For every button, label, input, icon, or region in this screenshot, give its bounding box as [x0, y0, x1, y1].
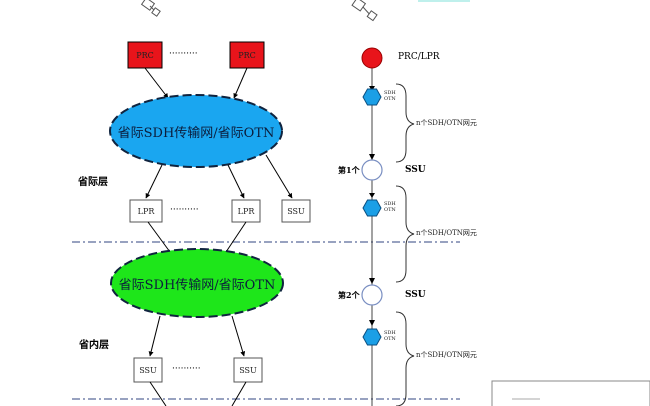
lpr-label-right: LPR	[237, 206, 255, 216]
hex-label-1: SDH OTN	[384, 90, 396, 102]
satellite-icon-left	[140, 0, 161, 17]
brace-1	[395, 83, 415, 163]
lpr-label-left: LPR	[137, 206, 155, 216]
layer-label-intraprovincial: 省内层	[79, 340, 109, 351]
ssu-node-2-name: SSU	[405, 290, 426, 300]
ellipse-2-label: 省际SDH传输网/省际OTN	[118, 277, 276, 293]
hex-label-2: SDH OTN	[384, 201, 396, 213]
interprovincial-network-ellipse-2	[110, 248, 284, 318]
brace-label-2: n个SDH/OTN网元	[416, 229, 477, 237]
sdh-otn-hexagon-2	[362, 199, 382, 217]
lpr-dots: ··········	[170, 205, 199, 215]
brace-2	[395, 185, 415, 283]
sdh-otn-hexagon-1	[362, 88, 382, 106]
brace-3	[395, 311, 415, 406]
ssu-node-1	[361, 159, 383, 181]
prc-box-left	[127, 41, 163, 69]
prc-label-right: PRC	[238, 50, 256, 60]
legend-box	[491, 380, 650, 406]
ssu-label-right: SSU	[239, 365, 257, 375]
prc-dots: ··········	[169, 49, 198, 59]
ssu-box-top	[281, 199, 311, 223]
brace-label-3: n个SDH/OTN网元	[416, 351, 477, 359]
ellipse-1-label: 省际SDH传输网/省际OTN	[117, 125, 275, 141]
ssu-node-2	[361, 284, 383, 306]
ssu-box-left	[133, 357, 163, 383]
layer-label-interprovincial: 省际层	[78, 177, 108, 188]
ssu-node-2-index: 第2个	[338, 290, 360, 300]
satellite-icon-right	[351, 0, 378, 22]
interprovincial-network-ellipse-1	[109, 94, 283, 168]
ssu-node-1-name: SSU	[405, 165, 426, 175]
ssu-label-top: SSU	[287, 206, 305, 216]
prc-lpr-source-node	[361, 47, 383, 69]
lpr-box-left	[129, 199, 163, 223]
brace-label-1: n个SDH/OTN网元	[416, 119, 477, 127]
hex-label-3: SDH OTN	[384, 330, 396, 342]
ssu-box-right	[233, 357, 263, 383]
prc-lpr-label: PRC/LPR	[398, 52, 440, 62]
prc-label-left: PRC	[136, 50, 154, 60]
ssu-dots: ··········	[172, 364, 201, 374]
ssu-node-1-index: 第1个	[338, 165, 360, 175]
sdh-otn-hexagon-3	[362, 328, 382, 346]
ssu-label-left: SSU	[139, 365, 157, 375]
